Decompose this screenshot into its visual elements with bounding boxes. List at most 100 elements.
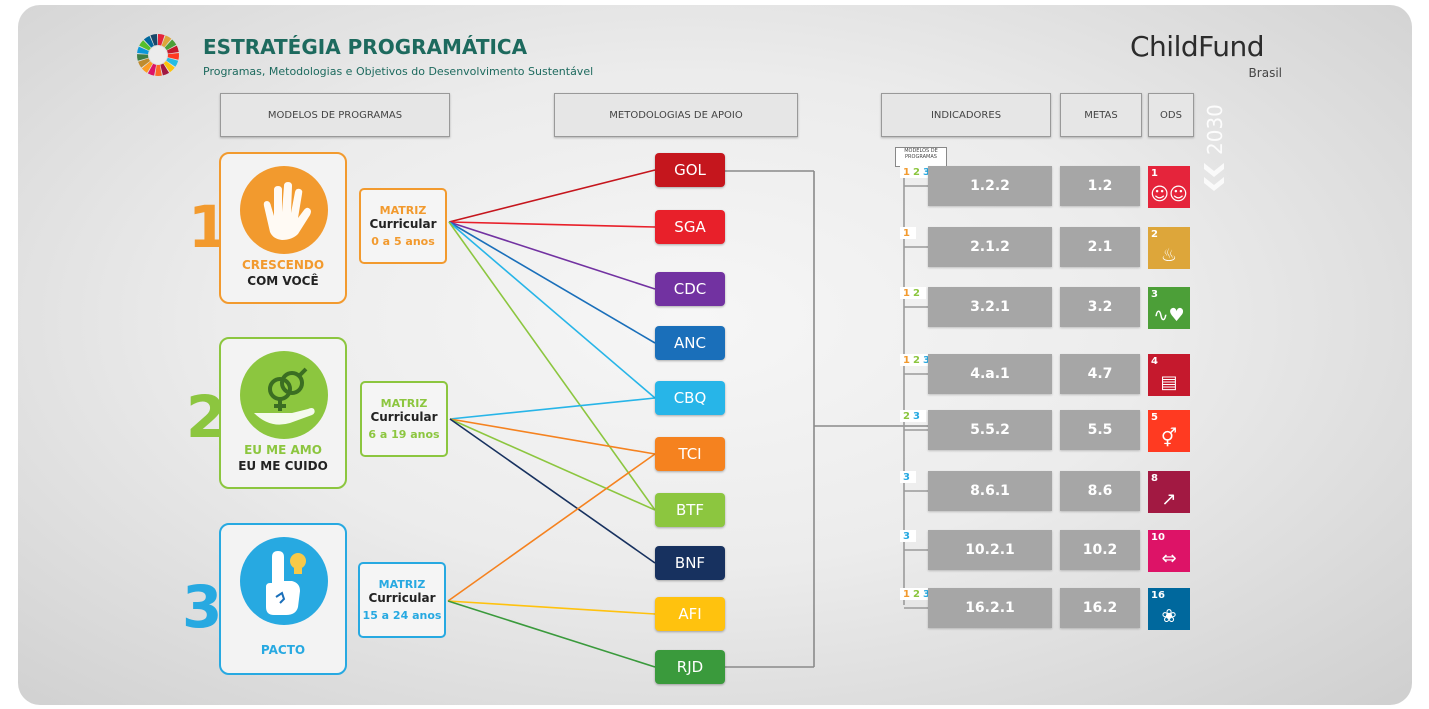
header-models: MODELOS DE PROGRAMAS [220,93,450,137]
matriz-subtitle: Curricular [368,591,436,605]
methodology-tci: TCI [655,437,725,471]
program-tag-number: 3 [922,354,930,366]
indicator-box: 4.a.1 [928,354,1052,394]
sdg-wheel-segment [147,63,157,76]
sdg-wheel-segment [139,40,151,51]
methodology-bnf: BNF [655,546,725,580]
methodology-gol: GOL [655,153,725,187]
sdg-number: 2 [1151,229,1158,240]
link-3-rjd [447,600,656,668]
row-program-tags: 3 [900,471,916,483]
indicator-box: 8.6.1 [928,471,1052,511]
goal-box: 5.5 [1060,410,1140,450]
indicator-box: 10.2.1 [928,530,1052,570]
link-2-btf [449,418,656,511]
logo-sub: Brasil [1248,66,1282,80]
dove-icon: ❀ [1161,606,1177,627]
program-tag-number: 1 [903,287,910,299]
hand-lightbulb-icon [240,537,328,629]
book-icon: ▤ [1160,372,1178,393]
indicator-box: 16.2.1 [928,588,1052,628]
link-3-afi [447,600,656,615]
link-1-gol [448,169,656,223]
program-1-name-line1: CRESCENDO [241,258,325,272]
goal-box: 8.6 [1060,471,1140,511]
row-program-tags: 1 [900,227,916,239]
program-1-icon-circle [240,166,328,254]
link-2-cbq [449,397,656,420]
program-2-icon-circle [240,351,328,439]
sdg-16-tile: 16❀ [1148,588,1190,630]
link-1-cbq [448,221,656,399]
indicator-box: 1.2.2 [928,166,1052,206]
methodology-afi: AFI [655,597,725,631]
sdg-number: 10 [1151,532,1165,543]
program-tag-number: 2 [912,287,920,299]
diagram-canvas: ESTRATÉGIA PROGRAMÁTICA Programas, Metod… [18,5,1412,705]
sdg-wheel-segment [166,57,179,67]
sdg-wheel-segment [138,58,151,68]
program-tag-number: 1 [903,354,910,366]
program-1-name-line2: COM VOCÊ [247,274,319,288]
goal-box: 3.2 [1060,287,1140,327]
link-1-sga [448,221,656,228]
sdg-3-tile: 3∿♥ [1148,287,1190,329]
sdg-wheel-segment [166,45,179,54]
link-1-cdc [448,221,656,290]
methodology-anc: ANC [655,326,725,360]
matriz-title: MATRIZ [380,397,428,410]
sdg-wheel-segment [150,34,158,46]
header-goals: METAS [1060,93,1142,137]
sdg-number: 4 [1151,356,1158,367]
page-subtitle: Programas, Metodologias e Objetivos do D… [203,65,594,78]
program-3-name-line2: PACTO [260,643,306,657]
sdg-5-tile: 5⚥ [1148,410,1190,452]
page-title: ESTRATÉGIA PROGRAMÁTICA [203,35,528,59]
mini-header-models: MODELOS DE PROGRAMAS [895,147,947,167]
program-tag-number: 2 [912,588,920,600]
program-tag-number: 3 [922,588,930,600]
hands-icon [240,166,328,258]
goal-box: 10.2 [1060,530,1140,570]
svg-text:2030: 2030 [1203,104,1227,155]
bowl-icon: ♨ [1160,245,1178,266]
sdg-wheel-segment [161,35,172,48]
sdg-wheel-segment [167,53,179,60]
sdg-4-tile: 4▤ [1148,354,1190,396]
sdg-10-tile: 10 ⇔ [1148,530,1190,572]
connection-lines [447,165,928,668]
equality-icon: ⇔ [1161,548,1177,569]
matriz-title: MATRIZ [379,204,427,217]
link-1-btf [448,221,656,511]
program-tag-number: 2 [903,410,910,422]
sdg-wheel-segment [158,34,165,46]
matriz-title: MATRIZ [378,578,426,591]
program-tag-number: 2 [912,166,920,178]
logo-name: ChildFund [1130,30,1264,63]
heartbeat-icon: ∿♥ [1153,305,1185,326]
link-2-bnf [449,418,656,564]
sdg-8-tile: 8↗ [1148,471,1190,513]
sdg-wheel-segment [160,63,170,76]
program-3-icon-circle [240,537,328,625]
link-3-tci [447,453,656,602]
childfund-logo: ChildFund Brasil [1130,30,1310,90]
program-tag-number: 3 [912,410,920,422]
goal-box: 4.7 [1060,354,1140,394]
methodology-rjd: RJD [655,650,725,684]
program-tag-number: 2 [912,354,920,366]
matriz-subtitle: Curricular [369,217,437,231]
methodology-cbq: CBQ [655,381,725,415]
sdg-wheel-segment [143,35,154,48]
sdg-wheel-segment [137,46,149,55]
program-1-card: CRESCENDO COM VOCÊ [219,152,347,304]
sdg-number: 1 [1151,168,1158,179]
gender-icon: ⚥ [1160,428,1178,449]
matriz-age-range: 15 a 24 anos [362,609,442,622]
